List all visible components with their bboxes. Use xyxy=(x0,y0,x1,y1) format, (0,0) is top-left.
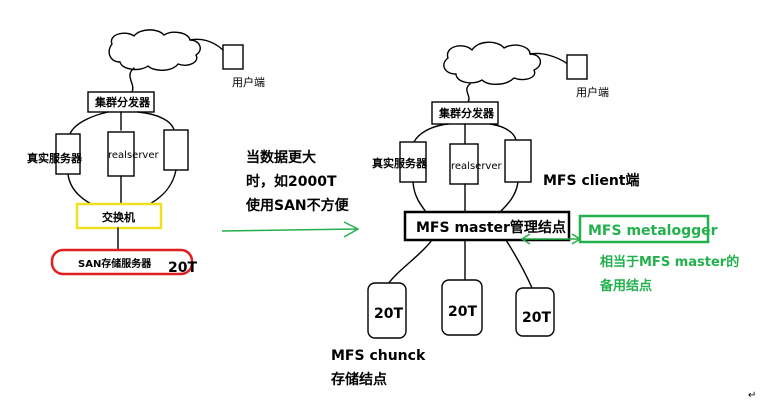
right-metalogger-box xyxy=(578,214,710,244)
right-user-terminal xyxy=(566,54,588,80)
left-cloud-icon xyxy=(108,29,201,71)
right-chunk-capacity-1: 20T xyxy=(374,306,403,322)
corner-return-mark: ↵ xyxy=(748,390,756,401)
right-dispatcher-label: 集群分发器 xyxy=(438,106,495,120)
transition-note: 当数据更大 时，如2000T 使用SAN不方便 xyxy=(221,149,360,238)
left-cluster-diagram: 用户端 集群分发器 真实服务器 realserver 交换机 SAN存储服务器 … xyxy=(27,29,265,276)
left-san-capacity: 20T xyxy=(168,260,197,276)
right-chunk-label-line1: MFS chunck xyxy=(331,348,426,364)
left-san-storage-box xyxy=(50,248,194,276)
left-san-label: SAN存储服务器 xyxy=(78,257,152,270)
right-master-box xyxy=(403,210,571,242)
left-realserver-label: realserver xyxy=(108,150,159,161)
right-real-server-label: 真实服务器 xyxy=(372,156,428,170)
right-chunk-server-1 xyxy=(367,282,407,339)
right-master-chunk-lines xyxy=(387,239,533,289)
left-dispatcher-server-lines xyxy=(69,111,175,135)
right-chunk-capacity-3: 20T xyxy=(522,310,551,326)
left-cloud-user-line xyxy=(189,38,224,51)
right-client-label: MFS client端 xyxy=(543,172,640,189)
right-metalogger-note-line1: 相当于MFS master的 xyxy=(600,254,739,270)
left-user-terminal xyxy=(222,44,244,70)
left-switch-label: 交换机 xyxy=(102,210,135,224)
right-cloud-user-line xyxy=(529,52,569,65)
note-line-1: 当数据更大 xyxy=(246,149,316,166)
left-real-server-label: 真实服务器 xyxy=(27,151,83,165)
right-cloud-icon xyxy=(443,41,541,85)
right-mfs-diagram: 用户端 集群分发器 真实服务器 realserver MFS client端 M… xyxy=(331,41,739,388)
right-master-label: MFS master管理结点 xyxy=(416,219,566,236)
note-line-2: 时，如2000T xyxy=(246,173,337,190)
right-realserver-label: realserver xyxy=(451,161,502,172)
transition-arrow xyxy=(221,221,360,238)
right-cloud-dispatcher-line xyxy=(466,83,471,103)
right-real-server-2 xyxy=(449,143,479,185)
right-metalogger-note-line2: 备用结点 xyxy=(599,278,652,294)
left-real-server-3 xyxy=(163,129,189,171)
right-user-label: 用户端 xyxy=(576,85,609,99)
right-metalogger-label: MFS metalogger xyxy=(588,223,718,239)
right-chunk-capacity-2: 20T xyxy=(448,304,477,320)
left-user-label: 用户端 xyxy=(232,75,265,89)
right-dispatcher-server-lines xyxy=(413,123,517,145)
left-cloud-dispatcher-line xyxy=(129,67,135,93)
right-chunk-label-line2: 存储结点 xyxy=(331,371,387,388)
right-chunk-server-2 xyxy=(441,279,483,336)
right-server-master-lines xyxy=(412,181,519,213)
left-real-server-1 xyxy=(55,133,81,175)
right-real-server-3 xyxy=(504,139,532,183)
right-chunk-server-3 xyxy=(515,287,555,337)
left-switch-box xyxy=(75,202,163,230)
left-dispatcher-label: 集群分发器 xyxy=(94,95,151,109)
right-real-server-1 xyxy=(399,141,427,183)
note-line-3: 使用SAN不方便 xyxy=(245,197,350,214)
